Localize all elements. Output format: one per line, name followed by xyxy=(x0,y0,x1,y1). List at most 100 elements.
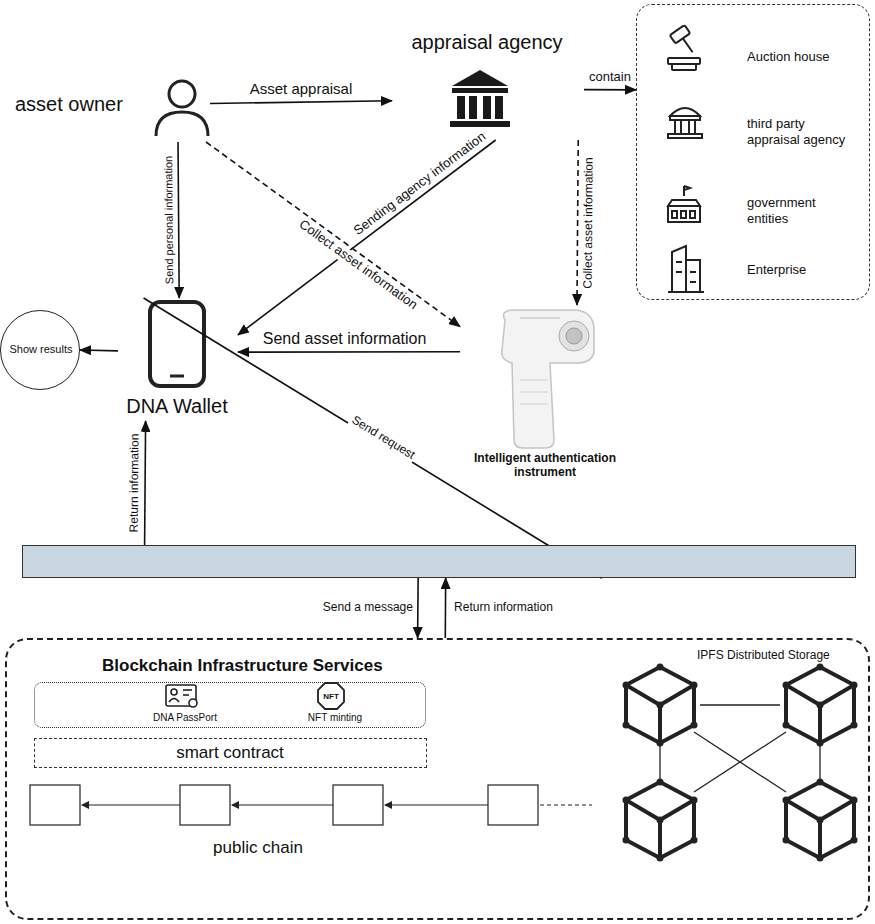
cube-vertex xyxy=(623,837,630,844)
cube-vertex xyxy=(817,702,824,709)
node-label: third party appraisal agency xyxy=(747,116,859,147)
member-item: Enterprise xyxy=(647,240,862,300)
ipfs-cubes xyxy=(623,664,858,862)
contract-box: smart contract xyxy=(34,738,427,768)
service-item: DNA PassPort xyxy=(130,685,242,727)
node-label: Enterprise xyxy=(747,262,859,278)
edge-label: Sending agency information xyxy=(350,128,491,240)
edge-label: Send request xyxy=(347,412,419,463)
node-label: DNA Wallet xyxy=(118,394,236,418)
cube-vertex xyxy=(817,817,824,824)
cube-vertex xyxy=(657,702,664,709)
enterprise-icon xyxy=(668,246,704,292)
connector-arrow xyxy=(206,142,460,327)
service-group: DNA PassPort NFT minting xyxy=(34,682,426,728)
passport-icon xyxy=(166,685,197,707)
connector-arrow xyxy=(238,140,496,335)
cube-vertex xyxy=(691,797,698,804)
gavel-icon xyxy=(668,25,700,70)
cube-vertex xyxy=(851,722,858,729)
edge-label: Return information xyxy=(128,432,143,535)
cube-vertex xyxy=(851,837,858,844)
cube-icon xyxy=(626,667,694,743)
connector-arrow xyxy=(145,421,146,545)
cube-vertex xyxy=(657,855,664,862)
infrastructure-box: Blockchain Infrastructure ServicesDNA Pa… xyxy=(5,638,870,920)
cube-vertex xyxy=(851,682,858,689)
connector-arrow xyxy=(210,101,392,104)
edge-label: Send a message xyxy=(321,601,415,615)
cube-vertex xyxy=(623,682,630,689)
node-label: government entities xyxy=(747,195,859,226)
cube-vertex xyxy=(623,722,630,729)
cube-vertex xyxy=(657,817,664,824)
edge-label: Return information xyxy=(452,601,555,615)
cube-vertex xyxy=(817,855,824,862)
cube-icon xyxy=(786,667,854,743)
group-box: Auction house third party appraisal agenc… xyxy=(636,4,870,300)
cube-vertex xyxy=(657,664,664,671)
cube-icon xyxy=(786,782,854,858)
bus-bar xyxy=(22,545,856,578)
service-item: NFT minting xyxy=(280,685,392,727)
member-item: government entities xyxy=(647,180,862,235)
cube-vertex xyxy=(783,797,790,804)
connector-arrow xyxy=(178,142,179,298)
node-label: Blockchain Infrastructure Services xyxy=(102,656,422,676)
cube-vertex xyxy=(817,740,824,747)
device-node: Intelligent authentication instrument xyxy=(460,305,632,485)
edge-label: Collect asset information xyxy=(581,155,596,290)
node-label: IPFS Distributed Storage xyxy=(697,648,865,662)
node-label: NFT minting xyxy=(280,712,390,724)
connector-arrow xyxy=(444,578,446,638)
node-label: asset owner xyxy=(15,92,150,116)
icon-text: NFT xyxy=(323,692,339,701)
member-item: third party appraisal agency xyxy=(647,100,862,170)
node-label: DNA PassPort xyxy=(130,712,240,724)
wallet-node: DNA Wallet xyxy=(118,298,238,421)
storage-node: IPFS Distributed Storage xyxy=(597,644,867,876)
cube-vertex xyxy=(691,837,698,844)
edge-label: Send asset information xyxy=(261,330,429,348)
nft-icon xyxy=(318,683,344,709)
agency-node: appraisal agency xyxy=(392,28,584,140)
cube-vertex xyxy=(817,779,824,786)
cube-vertex xyxy=(657,740,664,747)
cube-vertex xyxy=(657,779,664,786)
node-label: Auction house xyxy=(747,49,859,65)
edge-label: contain xyxy=(587,69,633,84)
connector-arrow xyxy=(584,89,636,91)
edge-label: Send personal information xyxy=(162,154,176,287)
member-item: Auction house xyxy=(647,35,862,85)
person-icon xyxy=(156,81,208,136)
chain-blocks xyxy=(30,785,592,825)
connector-arrow xyxy=(80,349,118,351)
connector-arrow xyxy=(577,140,578,305)
connector-arrow xyxy=(238,351,460,353)
chain-label: public chain xyxy=(213,838,303,858)
bank-icon xyxy=(450,70,510,127)
node-label: smart contract xyxy=(35,743,425,763)
scanner-device xyxy=(502,310,594,448)
ipfs-network xyxy=(660,705,820,792)
actor-node: asset owner xyxy=(15,72,210,142)
phone-icon xyxy=(150,302,204,386)
node-label: Show results xyxy=(5,343,77,356)
cube-icon xyxy=(626,782,694,858)
cube-vertex xyxy=(691,682,698,689)
edge-label: Asset appraisal xyxy=(248,81,355,98)
node-label: appraisal agency xyxy=(392,30,582,54)
cube-vertex xyxy=(691,722,698,729)
cube-vertex xyxy=(783,837,790,844)
cube-vertex xyxy=(623,797,630,804)
connector-arrow xyxy=(417,578,419,638)
node-label: Intelligent authentication instrument xyxy=(460,451,630,480)
institution-icon xyxy=(668,108,702,138)
cube-vertex xyxy=(817,664,824,671)
result-circle: Show results xyxy=(0,310,80,390)
cube-vertex xyxy=(783,722,790,729)
government-icon xyxy=(668,186,700,222)
cube-vertex xyxy=(783,682,790,689)
connector-arrow xyxy=(144,298,602,578)
